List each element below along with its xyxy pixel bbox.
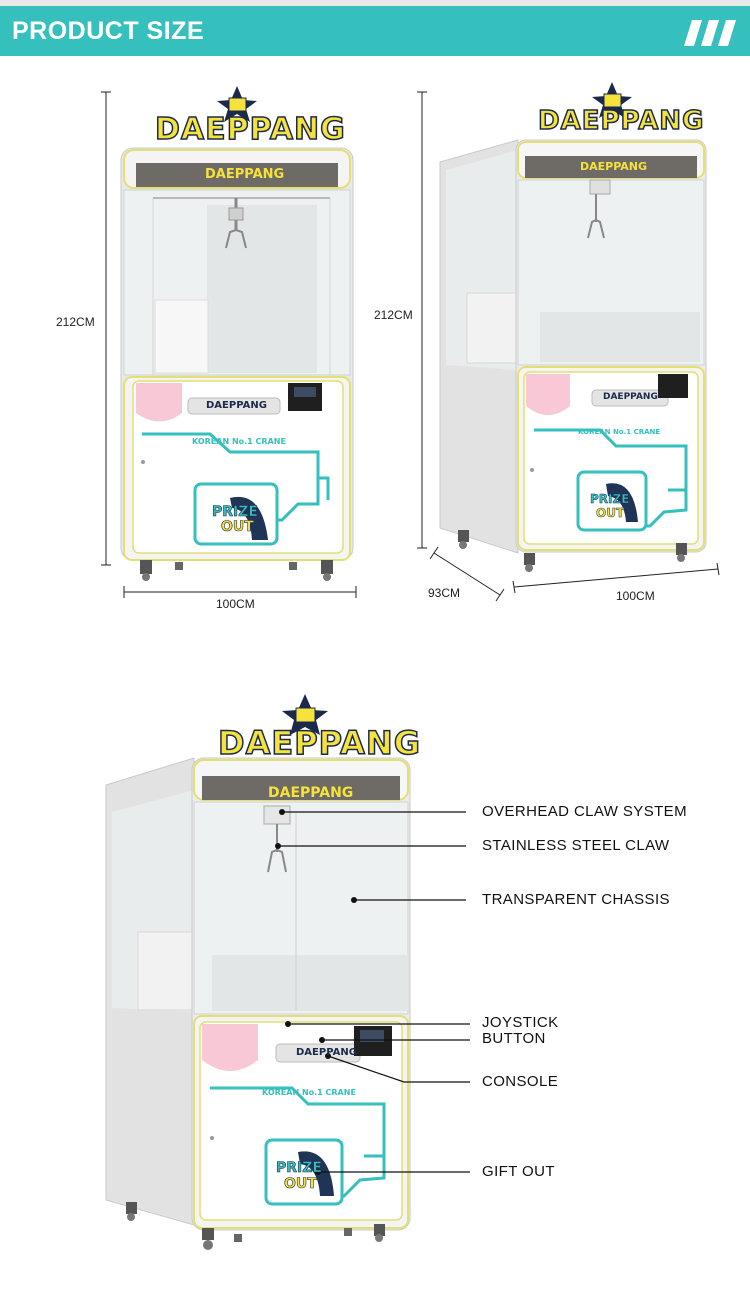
side-console-logo: DAEPPANG [603,392,658,402]
front-door-text-2: OUT [221,519,254,536]
side-door-text-1: PRIZE [590,492,630,507]
side-width-label: 100CM [616,589,655,603]
callout-console: CONSOLE [482,1073,559,1090]
front-panel-text: KOREAN No.1 CRANE [192,437,286,446]
annotated-door-text-1: PRIZE [276,1160,323,1177]
annotated-panel-text: KOREAN No.1 CRANE [262,1088,356,1097]
front-height-label: 212CM [56,315,95,329]
side-panel-text: KOREAN No.1 CRANE [578,428,661,436]
front-door-text-1: PRIZE [212,504,259,521]
front-marquee-text: DAEPPANG [205,167,285,182]
callout-gift-out: GIFT OUT [482,1163,555,1180]
side-height-label: 212CM [374,308,413,322]
side-view-machine [417,82,720,602]
annotated-marquee-text: DAEPPANG [268,785,354,801]
side-marquee-text: DAEPPANG [580,160,648,173]
annotated-console-logo: DAEPPANG [296,1047,357,1058]
side-door-text-2: OUT [596,506,625,521]
callout-button: BUTTON [482,1030,546,1047]
callout-joystick: JOYSTICK [482,1014,559,1031]
side-logo: DAEPPANG [537,105,705,137]
front-width-label: 100CM [216,597,255,611]
annotated-logo: DAEPPANG [217,723,421,763]
callout-transparent-chassis: TRANSPARENT CHASSIS [482,891,670,908]
front-logo: DAEPPANG [154,111,346,148]
front-console-logo: DAEPPANG [206,400,267,411]
callout-overhead-claw-system: OVERHEAD CLAW SYSTEM [482,803,687,820]
top-border [0,0,750,6]
section-header: PRODUCT SIZE [0,6,750,56]
front-view-machine [101,86,357,598]
section-title: PRODUCT SIZE [12,17,205,45]
annotated-machine [105,694,470,1250]
annotated-door-text-2: OUT [284,1176,317,1193]
callout-stainless-steel-claw: STAINLESS STEEL CLAW [482,837,670,854]
side-depth-label: 93CM [428,586,461,600]
slash-decoration-icon [684,20,736,46]
